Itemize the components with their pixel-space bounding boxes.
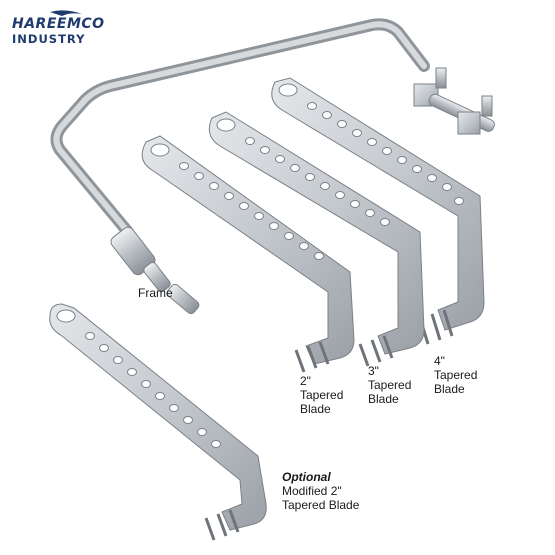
label-frame: Frame [138, 286, 173, 300]
blade-4-inch [271, 77, 485, 345]
brand-subtitle: INDUSTRY [12, 32, 86, 46]
frame-clamp [413, 67, 495, 135]
brand-logo: HAREEMCO INDUSTRY [10, 8, 120, 48]
label-optional-blade: Optional Modified 2" Tapered Blade [282, 470, 360, 512]
blade-3-inch [208, 111, 425, 367]
brand-name: HAREEMCO [12, 16, 105, 32]
frame-handle [110, 226, 200, 315]
label-optional: Optional [282, 470, 331, 484]
bird-icon [50, 10, 82, 16]
label-blade-2-inch: 2" Tapered Blade [300, 374, 344, 416]
blade-2-inch [141, 135, 355, 373]
label-blade-4-inch: 4" Tapered Blade [434, 354, 478, 396]
label-blade-3-inch: 3" Tapered Blade [368, 364, 412, 406]
frame [50, 18, 495, 315]
blade-modified-2-inch [49, 303, 267, 541]
